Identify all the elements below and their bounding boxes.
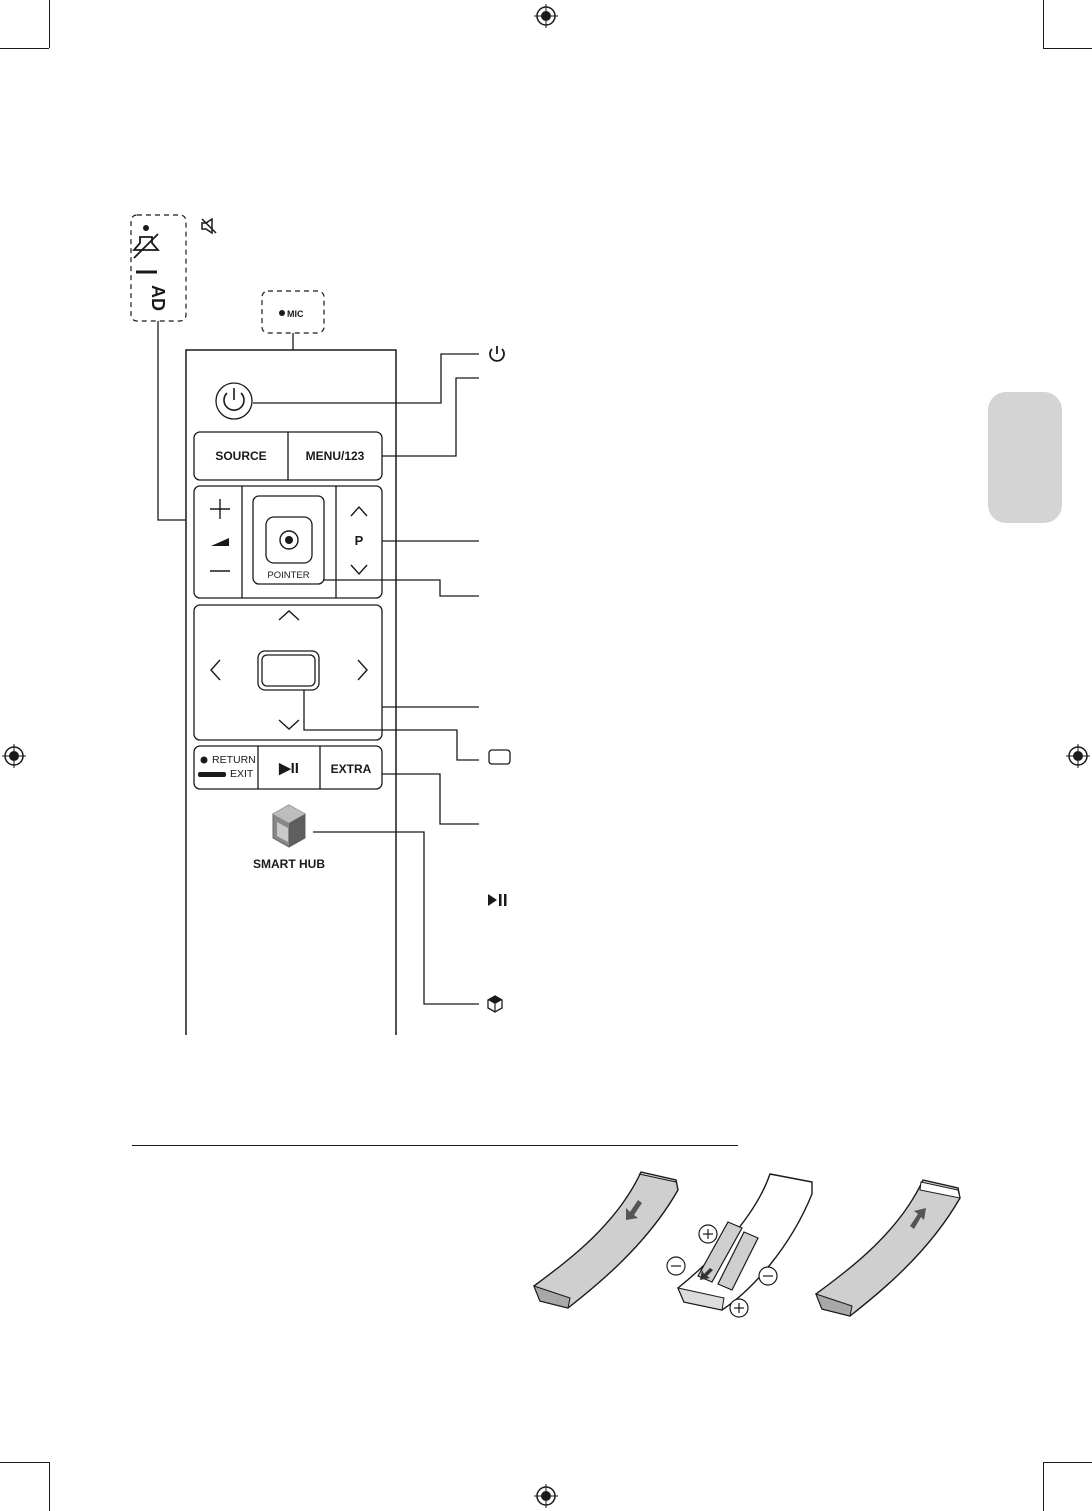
enter-key-icon [488, 749, 511, 765]
battery-step-insert-batteries [666, 1173, 813, 1318]
power-button[interactable] [215, 382, 253, 420]
crop-mark [49, 0, 50, 48]
source-button[interactable]: SOURCE [215, 449, 267, 463]
remote-control-diagram: AD MIC [130, 214, 511, 1035]
crop-mark [1043, 1462, 1092, 1463]
mic-callout-box [261, 290, 325, 334]
crop-mark [0, 48, 49, 49]
registration-mark-left [2, 744, 26, 768]
smart-hub-label: SMART HUB [253, 857, 325, 871]
remote-body [185, 349, 397, 1035]
pointer-label: POINTER [267, 570, 310, 581]
play-pause-button[interactable]: ▶II [279, 760, 299, 777]
return-play-extra-group [193, 745, 383, 790]
volume-icon [211, 538, 229, 546]
exit-label: EXIT [230, 768, 254, 780]
channel-p-label: P [354, 533, 364, 548]
channel-up-button[interactable] [350, 505, 368, 517]
arrow-up-button[interactable] [278, 610, 300, 621]
mute-icon [132, 233, 160, 259]
crop-mark [0, 1462, 49, 1463]
pointer-button[interactable] [252, 495, 325, 585]
arrow-right-button[interactable] [357, 659, 368, 681]
crop-mark [1043, 48, 1092, 49]
section-side-tab [988, 392, 1062, 523]
arrow-down-button[interactable] [278, 719, 300, 730]
mute-icon [201, 217, 217, 235]
registration-mark-right [1066, 744, 1090, 768]
registration-mark-top [534, 4, 558, 28]
battery-step-remove-cover [533, 1171, 679, 1309]
mic-label: MIC [287, 309, 304, 319]
menu-123-button[interactable]: MENU/123 [305, 449, 365, 463]
return-label: RETURN [212, 754, 256, 766]
power-icon [489, 346, 505, 362]
crop-mark [1043, 1462, 1044, 1511]
ad-label: AD [148, 285, 168, 311]
section-divider [132, 1145, 738, 1146]
registration-mark-bottom [534, 1484, 558, 1508]
channel-down-button[interactable] [350, 564, 368, 576]
smart-hub-button[interactable] [272, 804, 306, 848]
extra-button[interactable]: EXTRA [330, 762, 372, 776]
enter-button[interactable] [257, 650, 320, 691]
volume-up-button[interactable] [210, 499, 230, 519]
battery-step-replace-cover [815, 1179, 961, 1317]
smart-hub-cube-icon [487, 995, 503, 1013]
play-pause-icon [488, 894, 507, 906]
crop-mark [49, 1462, 50, 1511]
crop-mark [1043, 0, 1044, 48]
arrow-left-button[interactable] [210, 659, 221, 681]
mute-ad-callout-box [130, 214, 187, 322]
